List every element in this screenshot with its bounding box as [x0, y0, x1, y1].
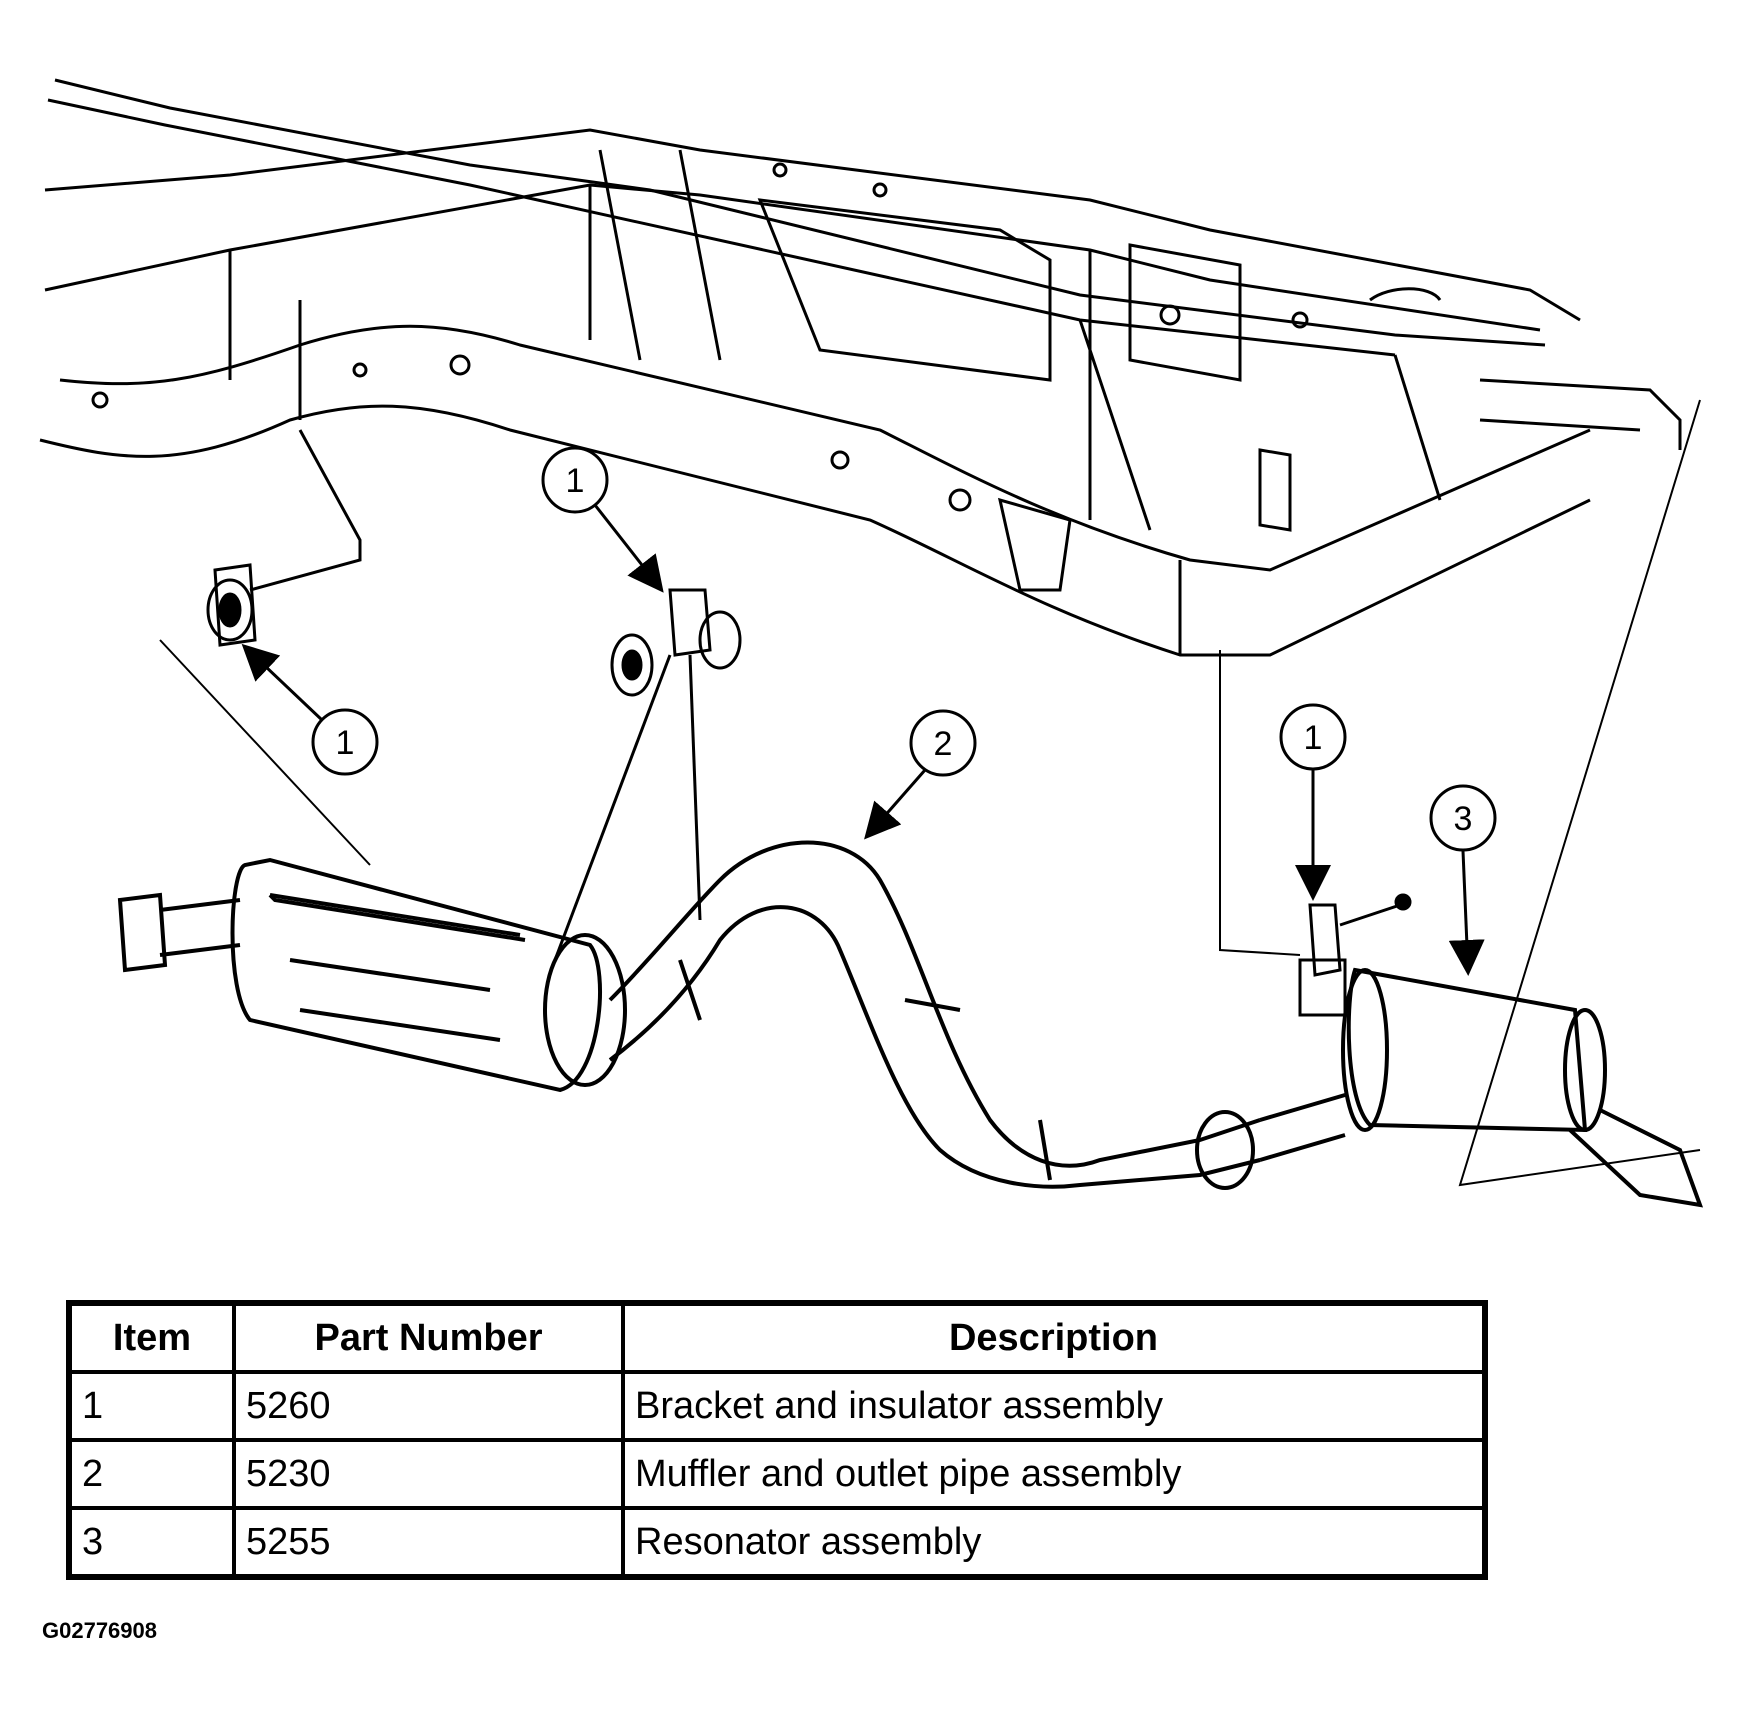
callout-2: 2: [864, 709, 977, 840]
parts-table: Item Part Number Description 1 5260 Brac…: [66, 1300, 1488, 1580]
callout-1-left: 1: [241, 643, 379, 776]
svg-text:3: 3: [1454, 800, 1473, 838]
svg-text:1: 1: [1304, 719, 1323, 757]
cell-item: 2: [67, 1438, 236, 1510]
svg-text:1: 1: [336, 724, 355, 762]
projection-lines: [159, 399, 1701, 1187]
hanger-bracket-front-left: [206, 429, 362, 647]
svg-text:1: 1: [566, 462, 585, 500]
cell-part-number: 5255: [232, 1506, 625, 1579]
hanger-bracket-center: [553, 588, 742, 961]
cell-part-number: 5230: [232, 1438, 625, 1510]
table-row: 2 5230 Muffler and outlet pipe assembly: [67, 1438, 1487, 1510]
exhaust-system-diagram: 1 1 2 1 3: [39, 78, 1704, 1208]
cell-description: Resonator assembly: [621, 1506, 1487, 1579]
table-row: 3 5255 Resonator assembly: [67, 1506, 1487, 1579]
cell-description: Muffler and outlet pipe assembly: [621, 1438, 1487, 1510]
cell-part-number: 5260: [232, 1370, 625, 1442]
callout-1-upper: 1: [541, 446, 664, 593]
hanger-bracket-rear: [1298, 893, 1412, 1017]
parts-table-header-row: Item Part Number Description: [67, 1301, 1487, 1374]
header-item: Item: [67, 1301, 236, 1374]
svg-text:2: 2: [934, 725, 953, 763]
figure-id: G02776908: [42, 1618, 157, 1643]
table-row: 1 5260 Bracket and insulator assembly: [67, 1370, 1487, 1442]
cell-item: 1: [67, 1370, 236, 1442]
callout-3: 3: [1429, 784, 1497, 976]
header-description: Description: [621, 1301, 1487, 1374]
exhaust-system: [117, 840, 1704, 1208]
cell-description: Bracket and insulator assembly: [621, 1370, 1487, 1442]
cell-item: 3: [67, 1506, 236, 1579]
header-part-number: Part Number: [232, 1301, 625, 1374]
callout-1-rear: 1: [1279, 703, 1347, 901]
vehicle-frame: [39, 78, 1682, 657]
